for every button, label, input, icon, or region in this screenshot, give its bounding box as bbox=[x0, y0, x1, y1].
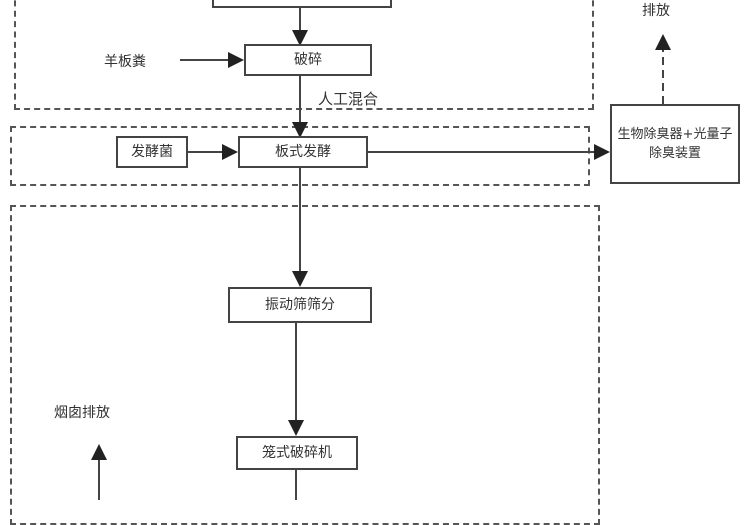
cage-crusher-label: 笼式破碎机 bbox=[262, 444, 332, 461]
manual-mix-label: 人工混合 bbox=[318, 90, 379, 108]
crush-box: 破碎 bbox=[244, 44, 372, 76]
chimney-discharge-label: 烟囱排放 bbox=[54, 405, 110, 421]
top-process-box bbox=[212, 0, 392, 8]
stage-1-group bbox=[14, 0, 594, 110]
discharge-top-label: 排放 bbox=[642, 3, 670, 19]
plate-ferment-box: 板式发酵 bbox=[238, 136, 368, 168]
crush-label: 破碎 bbox=[294, 51, 322, 68]
sheep-manure-label: 羊板粪 bbox=[104, 54, 146, 70]
deodorization-box: 生物除臭器+光量子除臭装置 bbox=[610, 104, 740, 184]
ferment-bacteria-label: 发酵菌 bbox=[131, 143, 173, 160]
cage-crusher-box: 笼式破碎机 bbox=[236, 436, 358, 470]
vibrating-screen-box: 振动筛筛分 bbox=[228, 287, 372, 323]
ferment-bacteria-box: 发酵菌 bbox=[116, 136, 188, 168]
vibrating-screen-label: 振动筛筛分 bbox=[265, 296, 335, 313]
connector-lines bbox=[91, 8, 671, 500]
deodorization-label: 生物除臭器+光量子除臭装置 bbox=[617, 126, 733, 162]
plate-ferment-label: 板式发酵 bbox=[275, 143, 331, 160]
